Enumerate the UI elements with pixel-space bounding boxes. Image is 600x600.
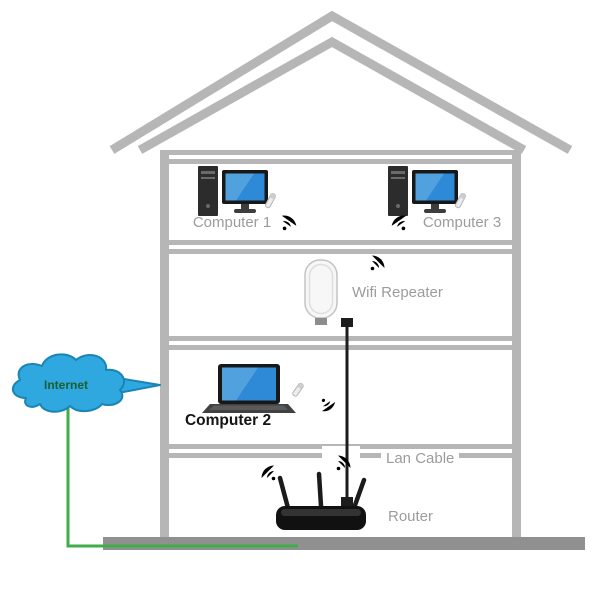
wifi-signal-icon-router-left xyxy=(261,465,276,481)
house-roof xyxy=(109,10,573,154)
computer3-label: Computer 3 xyxy=(422,214,502,231)
floor-slab-2 xyxy=(160,336,521,350)
floor-slab-ceiling xyxy=(160,150,521,164)
computer2-label: Computer 2 xyxy=(184,412,272,429)
house-right-wall xyxy=(512,150,521,538)
house-left-wall xyxy=(160,150,169,538)
internet-label: Internet xyxy=(43,378,88,392)
floor-slab-1 xyxy=(160,240,521,254)
computer1-label: Computer 1 xyxy=(192,214,272,231)
wifi-signal-icon-computer1 xyxy=(280,213,297,231)
computer3-desktop-icon xyxy=(387,165,467,217)
lan-cable-label: Lan Cable xyxy=(381,449,460,468)
computer2-laptop-icon xyxy=(202,364,296,413)
wifi-signal-icon-computer3 xyxy=(391,213,408,231)
computer1-desktop-icon xyxy=(197,165,277,217)
wifi-repeater-label: Wifi Repeater xyxy=(352,284,443,301)
ground-bar xyxy=(103,537,585,550)
halo xyxy=(322,446,360,472)
wifi-repeater-icon xyxy=(304,259,338,326)
internet-cloud-icon xyxy=(11,353,161,413)
wifi-signal-icon-repeater xyxy=(370,255,385,271)
internet-cable-line xyxy=(66,400,298,548)
wifi-signal-icon-computer2 xyxy=(320,398,336,414)
router-label: Router xyxy=(388,508,434,525)
usb-dongle-icon xyxy=(292,382,304,397)
lan-cable-line xyxy=(341,318,353,506)
